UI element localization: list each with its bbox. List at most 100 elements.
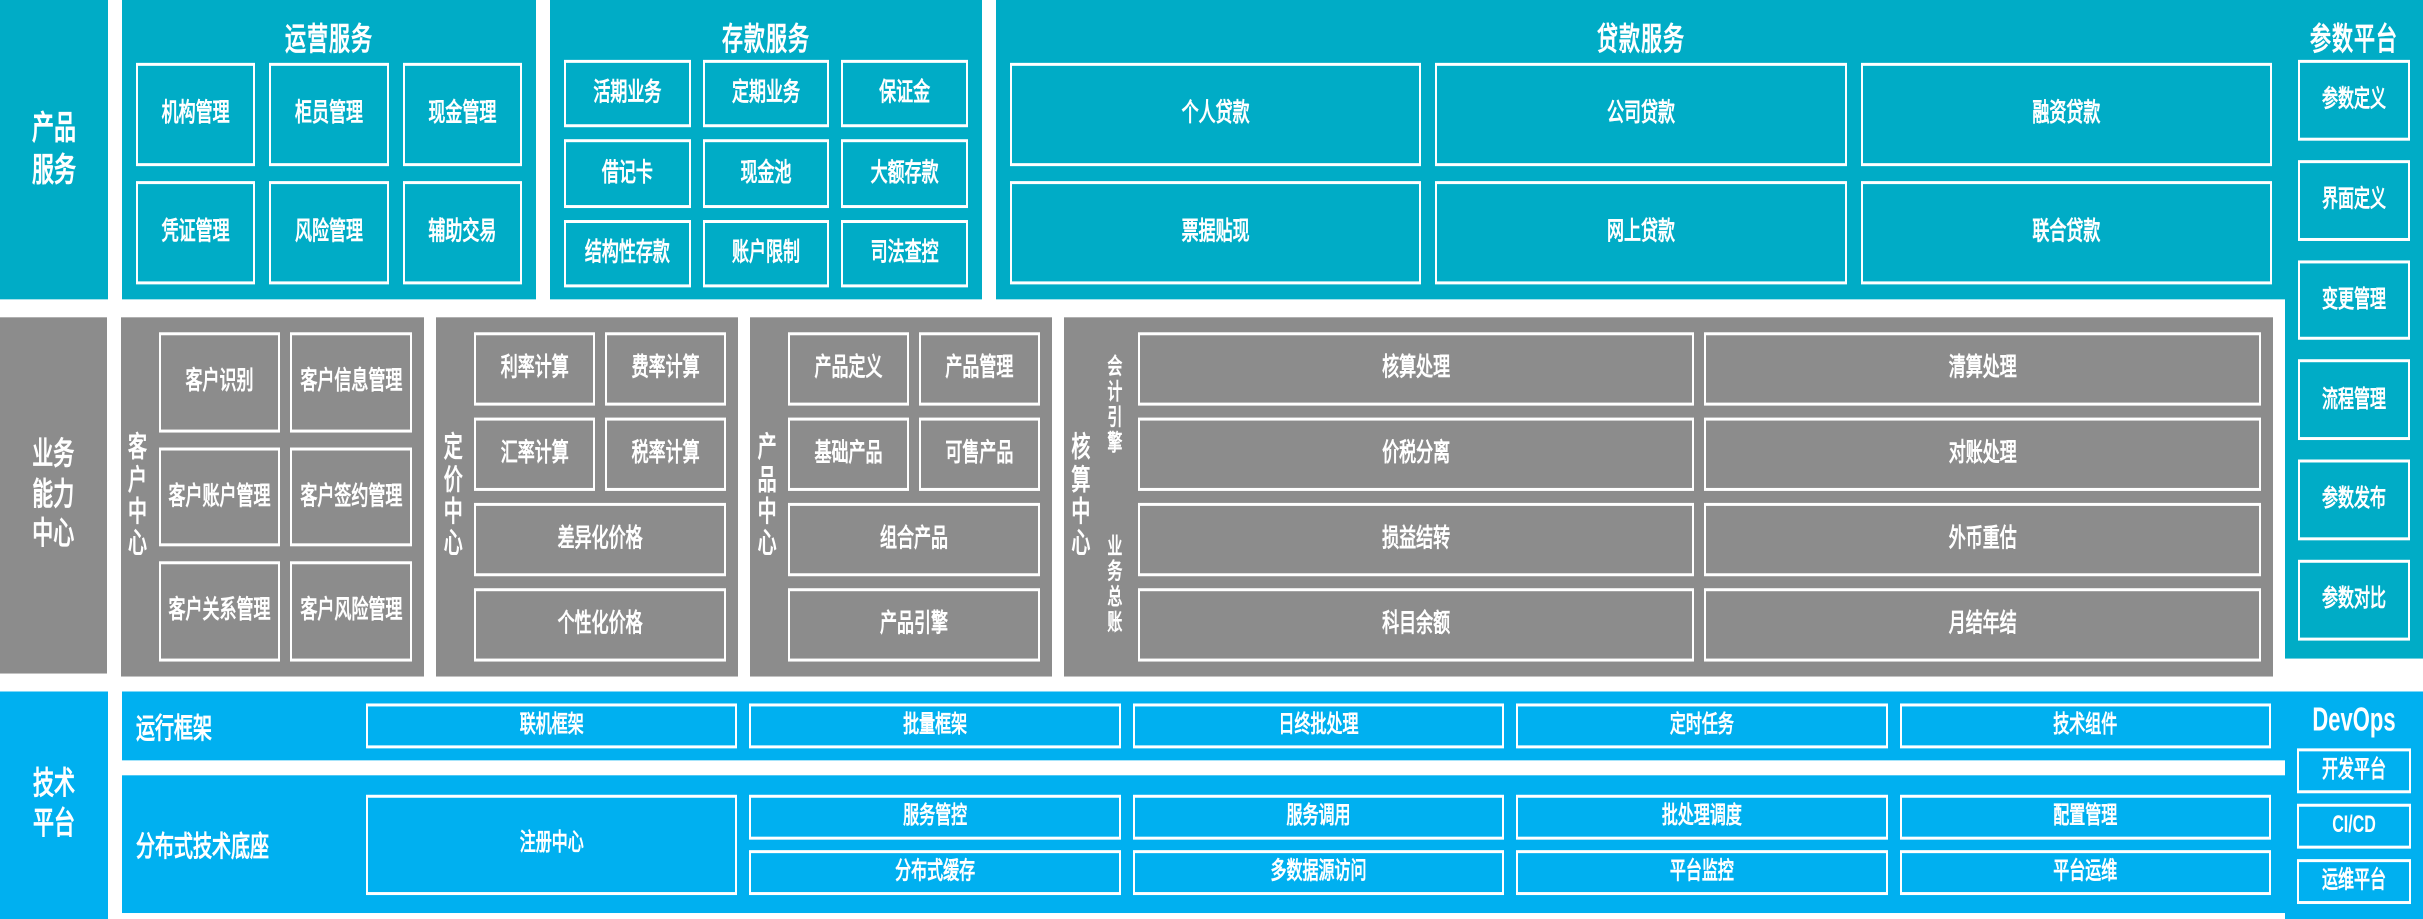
tile-base-5[interactable]: 多数据源访问 <box>1132 849 1505 895</box>
tile-loan-5[interactable]: 联合贷款 <box>1860 181 2272 285</box>
tile-accounting-engine-0[interactable]: 核算处理 <box>1137 332 1695 406</box>
tile-runtime-3[interactable]: 定时任务 <box>1516 703 1888 749</box>
tile-product-0[interactable]: 产品定义 <box>788 332 909 406</box>
tile-general-ledger-1[interactable]: 外币重估 <box>1704 502 2262 577</box>
center-pricing: 定 价 中 心 利率计算 费率计算 汇率计算 税率计算 差异化价格 个性化价格 <box>436 317 739 677</box>
tile-operations-1[interactable]: 柜员管理 <box>269 62 389 167</box>
tile-deposit-5[interactable]: 大额存款 <box>841 139 968 208</box>
tile-deposit-7[interactable]: 账户限制 <box>702 219 830 288</box>
tile-product-wide-1[interactable]: 产品引擎 <box>788 588 1040 662</box>
tile-customer-3[interactable]: 客户签约管理 <box>290 447 413 547</box>
tile-product-1[interactable]: 产品管理 <box>918 332 1040 406</box>
tile-customer-2[interactable]: 客户账户管理 <box>158 447 281 547</box>
subgroup-general-ledger-char-0: 业 <box>1107 534 1123 561</box>
tile-customer-5[interactable]: 客户风险管理 <box>290 561 413 662</box>
tile-runtime-1[interactable]: 批量框架 <box>749 703 1121 749</box>
tech-label-line-1: 技术 <box>33 766 75 801</box>
center-label-pricing-char-0: 定 <box>443 433 463 465</box>
panel-title-loan-service: 贷款服务 <box>1597 22 1685 57</box>
tile-devops-2[interactable]: 运维平台 <box>2297 859 2411 905</box>
tile-param-5[interactable]: 参数对比 <box>2298 559 2410 641</box>
tile-runtime-0[interactable]: 联机框架 <box>366 703 738 749</box>
center-label-pricing: 定 价 中 心 <box>436 317 470 676</box>
tile-base-0[interactable]: 服务管控 <box>749 794 1121 839</box>
tile-customer-0[interactable]: 客户识别 <box>158 332 281 433</box>
tile-deposit-4[interactable]: 现金池 <box>702 139 830 208</box>
center-accounting: 核 算 中 心 会 计 引 擎 业 务 总 账 <box>1063 317 2274 677</box>
tile-accounting-engine-3[interactable]: 对账处理 <box>1704 417 2262 491</box>
tile-operations-4[interactable]: 风险管理 <box>269 181 389 285</box>
tile-loan-1[interactable]: 公司贷款 <box>1435 62 1847 167</box>
tile-loan-3[interactable]: 票据贴现 <box>1010 181 1422 285</box>
tile-product-2[interactable]: 基础产品 <box>788 417 909 491</box>
tile-customer-1[interactable]: 客户信息管理 <box>290 332 413 433</box>
tile-base-7[interactable]: 平台运维 <box>1899 849 2271 895</box>
tile-general-ledger-2[interactable]: 科目余额 <box>1137 588 1695 662</box>
technical-platform-layer: 技术 平台 运行框架 联机框架 批量框架 日终批处理 定时任务 技术组件 分布式… <box>0 691 2285 919</box>
tile-product-3[interactable]: 可售产品 <box>918 417 1040 491</box>
tile-runtime-2[interactable]: 日终批处理 <box>1132 703 1505 749</box>
layer-label-line-1: 产品 <box>31 109 76 147</box>
tech-row-label-distributed-base: 分布式技术底座 <box>136 831 270 863</box>
panel-devops: DevOps 开发平台 CI/CD 运维平台 <box>2285 691 2423 919</box>
tile-base-6[interactable]: 平台监控 <box>1516 849 1888 895</box>
tile-pricing-wide-1[interactable]: 个性化价格 <box>474 588 727 662</box>
biz-label-line-1: 业务 <box>32 436 75 472</box>
subgroup-accounting-engine-char-2: 引 <box>1107 405 1123 432</box>
tile-product-wide-0[interactable]: 组合产品 <box>788 502 1040 577</box>
tile-base-3[interactable]: 配置管理 <box>1899 794 2271 839</box>
tile-param-0[interactable]: 参数定义 <box>2298 59 2410 141</box>
tile-devops-1[interactable]: CI/CD <box>2297 803 2411 849</box>
tile-deposit-2[interactable]: 保证金 <box>841 59 968 128</box>
tile-general-ledger-3[interactable]: 月结年结 <box>1704 588 2262 662</box>
center-label-customer-char-1: 户 <box>128 465 148 497</box>
tile-operations-2[interactable]: 现金管理 <box>402 62 522 167</box>
tile-loan-2[interactable]: 融资贷款 <box>1860 62 2272 167</box>
tile-param-2[interactable]: 变更管理 <box>2298 259 2410 341</box>
tile-accounting-engine-2[interactable]: 价税分离 <box>1137 417 1695 491</box>
tile-deposit-3[interactable]: 借记卡 <box>564 139 691 208</box>
center-product: 产 品 中 心 产品定义 产品管理 基础产品 可售产品 组合产品 产品引擎 <box>750 317 1052 677</box>
tile-param-3[interactable]: 流程管理 <box>2298 359 2410 441</box>
tech-row-label-runtime-framework: 运行框架 <box>136 713 213 745</box>
panel-parameter-platform: 参数平台 参数定义 界面定义 变更管理 流程管理 参数发布 参数对比 <box>2285 0 2423 659</box>
tile-general-ledger-0[interactable]: 损益结转 <box>1137 502 1695 577</box>
tile-pricing-2[interactable]: 汇率计算 <box>474 417 596 491</box>
tile-base-1[interactable]: 服务调用 <box>1132 794 1505 839</box>
tile-registry-center[interactable]: 注册中心 <box>366 794 738 895</box>
tile-accounting-engine-1[interactable]: 清算处理 <box>1704 332 2262 406</box>
deposit-service-tiles: 活期业务 定期业务 保证金 借记卡 现金池 大额存款 结构性存款 账户限制 司法… <box>564 59 968 288</box>
devops-items: 开发平台 CI/CD 运维平台 <box>2297 748 2411 905</box>
tile-param-1[interactable]: 界面定义 <box>2298 159 2410 241</box>
accounting-center-tiles: 核算处理 清算处理 价税分离 对账处理 损益结转 外币重估 科目余额 月结年结 <box>1132 317 2273 676</box>
tile-deposit-8[interactable]: 司法查控 <box>841 219 968 288</box>
tile-runtime-4[interactable]: 技术组件 <box>1899 703 2271 749</box>
tile-operations-0[interactable]: 机构管理 <box>136 62 256 167</box>
tile-pricing-0[interactable]: 利率计算 <box>474 332 596 406</box>
tile-pricing-1[interactable]: 费率计算 <box>605 332 727 406</box>
tile-loan-0[interactable]: 个人贷款 <box>1010 62 1422 167</box>
center-label-product: 产 品 中 心 <box>750 317 784 676</box>
technical-platform-rows: 运行框架 联机框架 批量框架 日终批处理 定时任务 技术组件 分布式技术底座 注… <box>122 691 2285 919</box>
tile-param-4[interactable]: 参数发布 <box>2298 459 2410 541</box>
subgroup-accounting-engine-char-1: 计 <box>1107 380 1123 406</box>
tile-deposit-1[interactable]: 定期业务 <box>702 59 830 128</box>
tile-base-2[interactable]: 批处理调度 <box>1516 794 1888 839</box>
tile-customer-4[interactable]: 客户关系管理 <box>158 561 281 662</box>
tile-deposit-0[interactable]: 活期业务 <box>564 59 691 128</box>
tile-operations-3[interactable]: 凭证管理 <box>136 181 256 285</box>
center-customer: 客 户 中 心 客户识别 客户信息管理 客户账户管理 客户签约管理 客户关系管理… <box>120 317 425 677</box>
biz-label-line-3: 中心 <box>32 517 75 552</box>
tile-base-4[interactable]: 分布式缓存 <box>749 849 1121 895</box>
tile-operations-5[interactable]: 辅助交易 <box>402 181 522 285</box>
center-label-product-char-1: 品 <box>757 465 777 497</box>
center-label-pricing-char-1: 价 <box>443 465 463 497</box>
tile-pricing-wide-0[interactable]: 差异化价格 <box>474 502 727 577</box>
tile-devops-0[interactable]: 开发平台 <box>2297 748 2411 794</box>
tile-deposit-6[interactable]: 结构性存款 <box>564 219 691 288</box>
tile-pricing-3[interactable]: 税率计算 <box>605 417 727 491</box>
tile-loan-4[interactable]: 网上贷款 <box>1435 181 1847 285</box>
center-label-customer: 客 户 中 心 <box>121 317 155 676</box>
subgroup-general-ledger-char-3: 账 <box>1107 610 1123 636</box>
